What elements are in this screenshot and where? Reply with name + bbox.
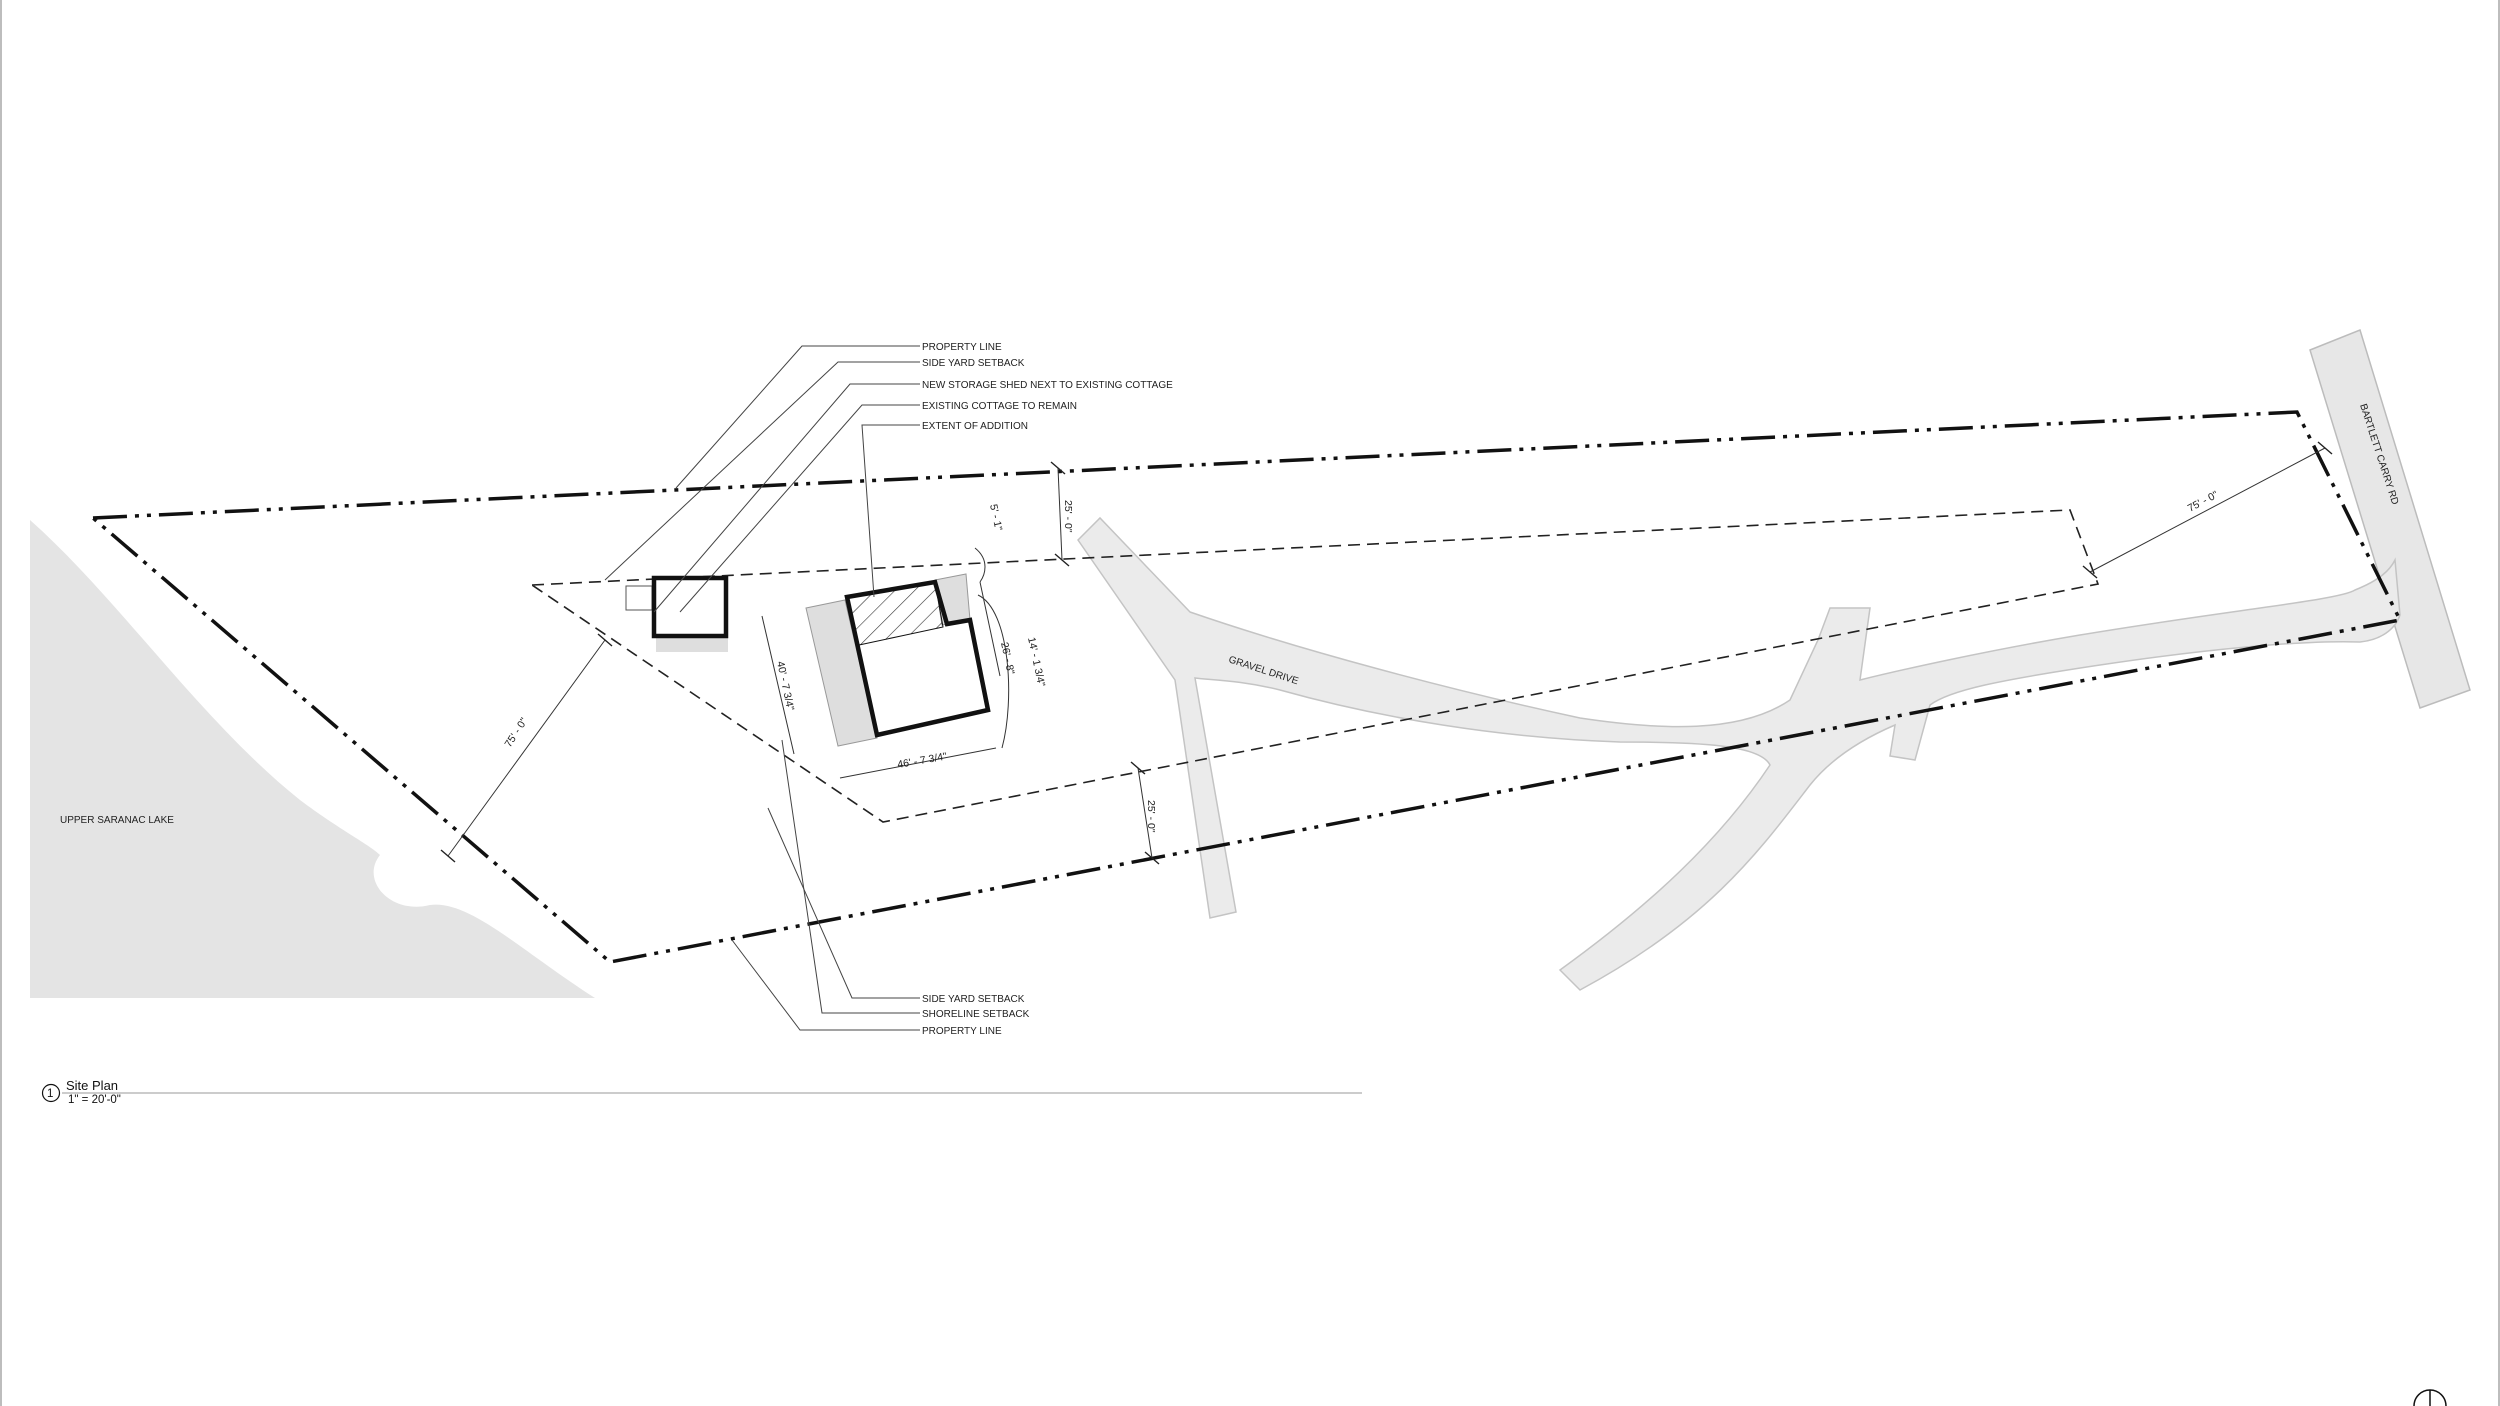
leaders-top [604, 345, 920, 1031]
dim-addition-offset: 5' - 1" [987, 503, 1004, 532]
dim-cottage-depth: 40' - 7 3/4" [774, 660, 796, 712]
view-title: Site Plan [66, 1078, 118, 1093]
setback-line [529, 509, 2100, 823]
dim-cottage-width: 46' - 7 3/4" [896, 750, 948, 771]
callout-existing-cottage: EXISTING COTTAGE TO REMAIN [922, 401, 1077, 412]
road-bartlett-carry [2309, 329, 2471, 709]
view-scale: 1" = 20'-0" [68, 1094, 121, 1106]
view-marker-number: 1 [47, 1088, 53, 1100]
cottage-deck-strip [805, 599, 878, 747]
dim-ticks [440, 441, 2333, 865]
view-marker-circle [41, 1083, 61, 1103]
callout-side-yard-setback-bottom: SIDE YARD SETBACK [922, 994, 1025, 1005]
dim-addition-width: 26' - 8" [998, 641, 1017, 676]
dim-shoreline-setback: 75' - 0" [502, 716, 530, 750]
gravel-drive-main [1077, 516, 2401, 991]
dim-side-top: 25' - 0" [1062, 500, 1074, 533]
shed-outline-small [625, 585, 653, 611]
callout-new-storage-shed: NEW STORAGE SHED NEXT TO EXISTING COTTAG… [922, 380, 1173, 391]
new-storage-shed [651, 575, 729, 639]
shed-shadow [656, 636, 728, 652]
dim-addition-depth: 14' - 1 3/4" [1025, 636, 1047, 688]
dim-lines [447, 447, 2326, 859]
callout-shoreline-setback: SHORELINE SETBACK [922, 1009, 1030, 1020]
property-line [88, 410, 2403, 964]
callout-extent-of-addition: EXTENT OF ADDITION [922, 421, 1028, 432]
extent-of-addition [846, 581, 944, 646]
lake-label: UPPER SARANAC LAKE [60, 815, 174, 826]
callout-property-line-top: PROPERTY LINE [922, 342, 1002, 353]
dim-side-bottom: 25' - 0" [1145, 800, 1157, 833]
dim-road-setback: 75' - 0" [2186, 489, 2221, 515]
lake-shape [30, 520, 595, 998]
existing-cottage [844, 579, 991, 738]
callout-side-yard-setback-top: SIDE YARD SETBACK [922, 358, 1025, 369]
callout-property-line-bottom: PROPERTY LINE [922, 1026, 1002, 1037]
